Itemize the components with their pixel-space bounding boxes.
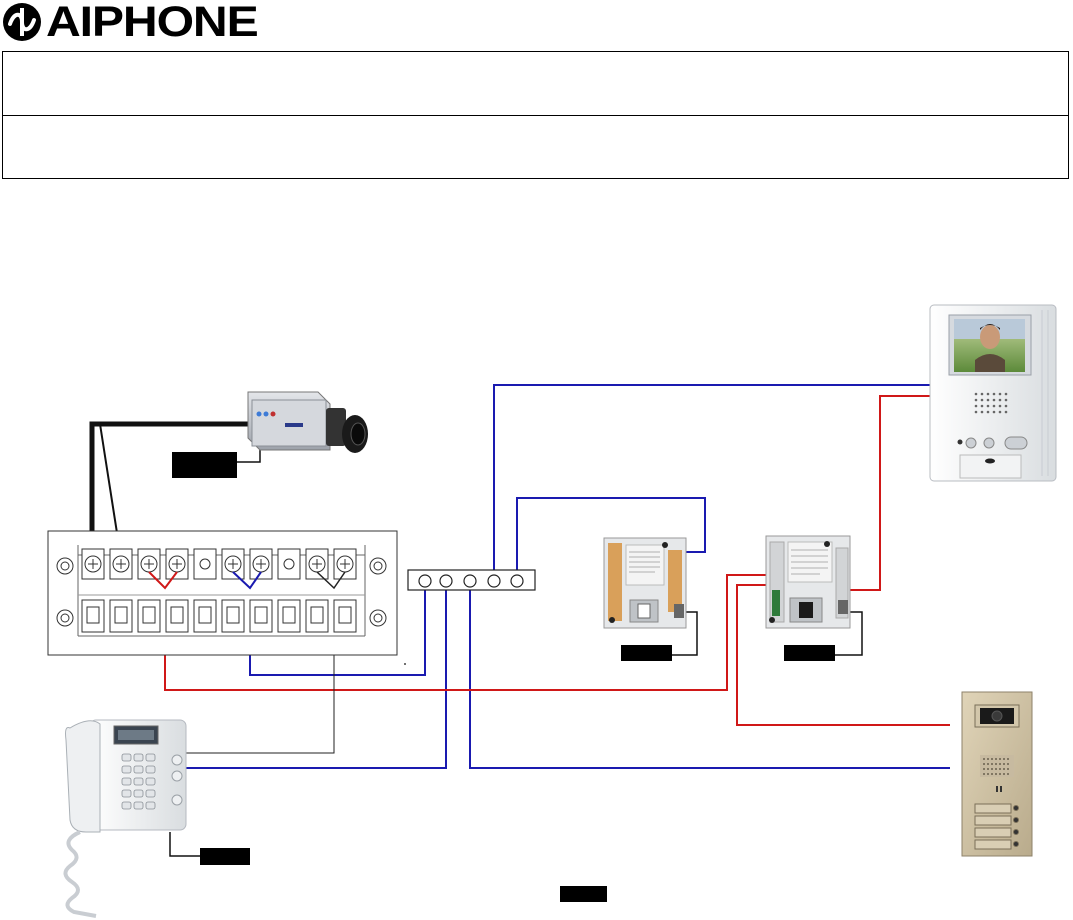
guard-station bbox=[63, 719, 187, 918]
camera-video-cable bbox=[89, 421, 252, 555]
title-line-1 bbox=[3, 52, 1068, 116]
video-monitor bbox=[929, 304, 1057, 482]
aiphone-logo: AIPHONE bbox=[2, 1, 259, 44]
cctv-camera bbox=[247, 391, 368, 453]
terminal-bottom-row bbox=[81, 599, 357, 633]
call-buttons bbox=[974, 803, 1019, 850]
wire-ps-left-junction bbox=[516, 497, 706, 577]
guard-tag bbox=[200, 848, 250, 865]
ps-left-tag bbox=[621, 645, 672, 661]
wire-monitor-junction bbox=[493, 384, 930, 577]
aiphone-logo-icon bbox=[3, 3, 41, 41]
wire-ps-right-monitor bbox=[850, 395, 930, 591]
keypad bbox=[121, 753, 156, 810]
ps-right-tag bbox=[784, 645, 835, 661]
handset-cord bbox=[63, 830, 97, 918]
guard-tag-leader bbox=[169, 832, 200, 857]
junction-box bbox=[407, 569, 536, 591]
monitor-screen bbox=[954, 319, 1025, 372]
camera-tag bbox=[172, 452, 237, 478]
wire-door-junction bbox=[469, 590, 950, 769]
wire-ps-right-door bbox=[736, 584, 950, 726]
brand-name: AIPHONE bbox=[46, 0, 259, 46]
terminal-strip bbox=[47, 530, 406, 665]
ps-left-tag-leader bbox=[672, 611, 698, 656]
power-supply-right bbox=[765, 535, 851, 629]
power-supply-left bbox=[603, 537, 687, 629]
door-station bbox=[961, 691, 1033, 857]
door-speaker-grille bbox=[980, 755, 1014, 777]
bottom-tag bbox=[560, 886, 607, 902]
ps-right-tag-leader bbox=[835, 611, 863, 656]
terminal-top-row bbox=[81, 548, 357, 580]
speaker-grille bbox=[974, 392, 1008, 414]
wire-guard-junction bbox=[186, 590, 447, 769]
title-block bbox=[2, 51, 1069, 179]
